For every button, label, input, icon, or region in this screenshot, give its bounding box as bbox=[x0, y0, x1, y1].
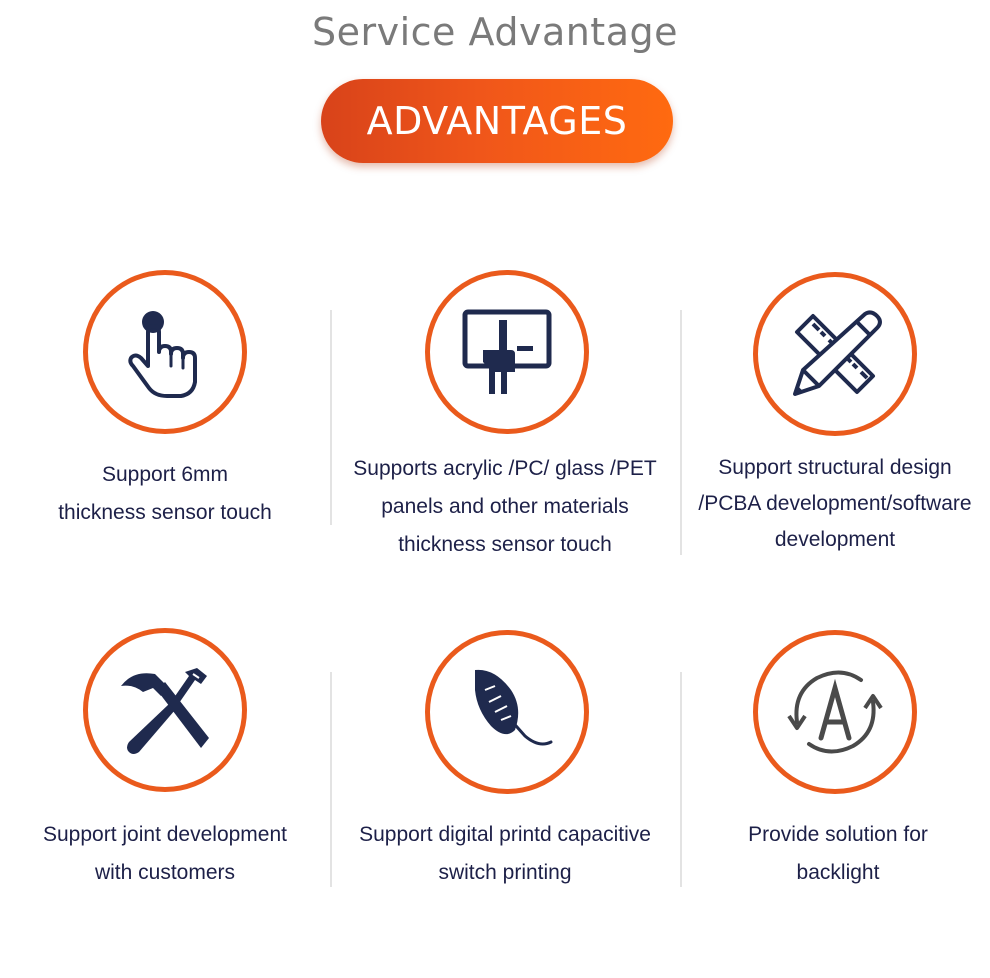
feature-text: Provide solution for backlight bbox=[748, 823, 928, 884]
feature-text: Supports acrylic /PC/ glass /PET panels … bbox=[353, 457, 657, 556]
divider bbox=[680, 310, 682, 555]
feature-icon-circle bbox=[425, 270, 589, 434]
touch-panel-icon bbox=[462, 309, 552, 394]
divider bbox=[330, 310, 332, 525]
feature-icon-circle bbox=[83, 628, 247, 792]
rotate-letter-a-icon bbox=[787, 670, 883, 754]
advantages-badge-label: ADVANTAGES bbox=[366, 99, 628, 143]
feature-icon bbox=[475, 669, 553, 746]
feature-text: Support digital printd capacitive switch… bbox=[359, 823, 651, 884]
feature-text: Support 6mm thickness sensor touch bbox=[58, 463, 272, 524]
page-title: Service Advantage bbox=[311, 10, 678, 54]
advantages-badge: ADVANTAGES bbox=[321, 79, 673, 163]
feature-icon-circle bbox=[425, 630, 589, 794]
feature-text: Support joint development with customers bbox=[43, 823, 287, 884]
feature-icon-circle bbox=[753, 272, 917, 436]
touch-hand-icon bbox=[128, 311, 197, 398]
pencil-ruler-icon bbox=[793, 310, 882, 396]
divider bbox=[330, 672, 332, 887]
divider bbox=[680, 672, 682, 887]
feature-icon-circle bbox=[753, 630, 917, 794]
feature-text: Support structural design /PCBA developm… bbox=[698, 456, 972, 551]
feature-icon-circle bbox=[83, 270, 247, 434]
hammer-screwdriver-icon bbox=[121, 668, 209, 754]
